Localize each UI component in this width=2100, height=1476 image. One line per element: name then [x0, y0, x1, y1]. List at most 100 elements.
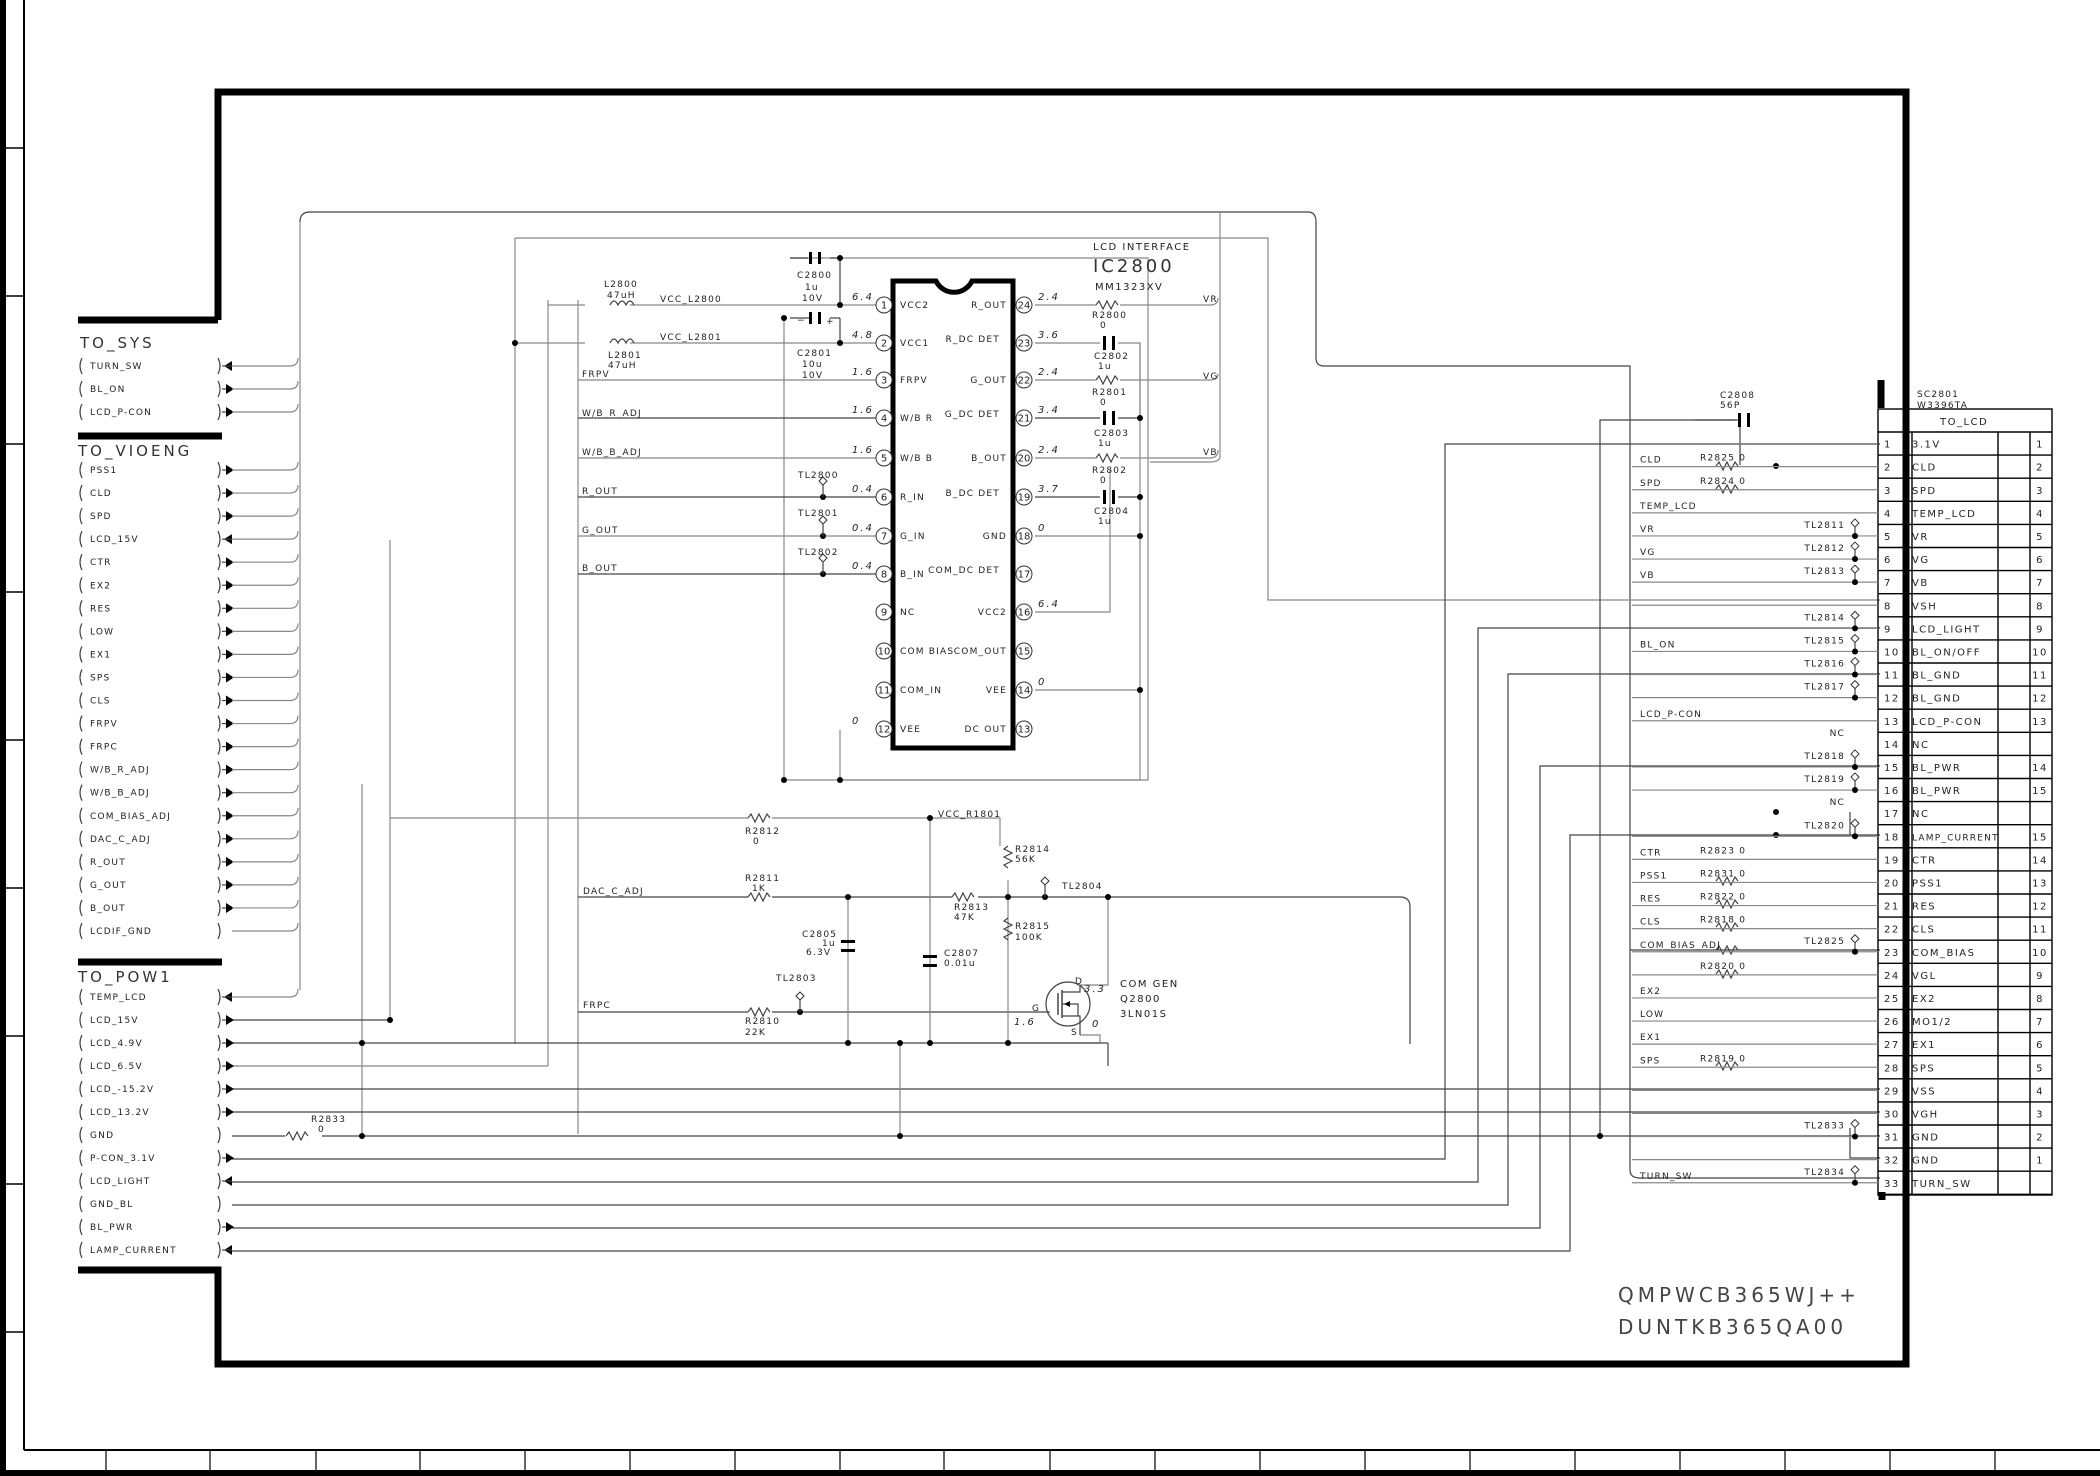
connector-pin-name: NC — [1912, 809, 1929, 820]
arrow-right-icon — [226, 603, 234, 614]
arrow-right-icon — [226, 672, 234, 683]
connector-alt-pin: 7 — [2036, 1017, 2044, 1028]
connector-pin: 9 — [1884, 624, 1892, 635]
connector-alt-pin: 1 — [2036, 440, 2044, 451]
harness-signal: LCD_LIGHT — [79, 1172, 232, 1190]
svg-text:0: 0 — [852, 716, 860, 727]
test-point-icon — [1850, 818, 1860, 828]
q2800-function: COM GEN — [1120, 979, 1179, 990]
resistor-icon — [1715, 460, 1739, 472]
connector-pin: 4 — [1884, 509, 1892, 520]
harness-signal: LCDIF_GND — [79, 922, 299, 940]
connector-alt-pin: 4 — [2036, 1086, 2044, 1097]
connector-pin: 22 — [1884, 925, 1900, 936]
tl2804-label: TL2804 — [1061, 882, 1103, 892]
to-pow1-title: TO_POW1 — [77, 968, 173, 987]
svg-text:8: 8 — [881, 570, 887, 581]
svg-text:COM_IN: COM_IN — [900, 686, 942, 696]
test-point-icon — [1850, 772, 1860, 782]
net-label: CLS — [1640, 918, 1661, 928]
series-resistor-label: R2820 0 — [1700, 962, 1746, 972]
series-resistor-label: R2819 0 — [1700, 1054, 1746, 1064]
signal-label: GND_BL — [90, 1200, 134, 1210]
connector-alt-pin: 13 — [2032, 878, 2048, 889]
net-frpv: FRPV — [582, 370, 610, 380]
harness-signal: LCD_15V — [79, 1011, 234, 1029]
signal-label: LCD_15V — [90, 535, 139, 545]
net-label: CLD — [1640, 456, 1662, 466]
q2800-s: S — [1071, 1028, 1078, 1038]
svg-text:G_DC DET: G_DC DET — [945, 410, 1000, 420]
net-label: TURN_SW — [1639, 1172, 1693, 1182]
harness-signal: B_OUT — [79, 899, 299, 917]
test-point-icon — [818, 515, 828, 536]
connector-pin: 14 — [1884, 740, 1900, 751]
connector-alt-pin: 8 — [2036, 994, 2044, 1005]
connector-alt-pin: 13 — [2032, 717, 2048, 728]
net-label: SPD — [1640, 479, 1662, 489]
harness-signal: R_OUT — [79, 853, 299, 871]
connector-alt-pin: 11 — [2032, 671, 2048, 682]
r2812-ref: R2812 — [745, 827, 780, 837]
svg-text:NC: NC — [900, 608, 915, 618]
test-point-icon — [818, 553, 828, 574]
connector-pin-name: GND — [1912, 1156, 1939, 1167]
signal-label: R_OUT — [90, 858, 126, 868]
svg-text:W/B B: W/B B — [900, 454, 933, 464]
harness-to-vioeng: TO_VIOENG PSS1CLDSPDLCD_15VCTREX2RESLOWE… — [77, 442, 299, 940]
signal-label: LAMP_CURRENT — [90, 1246, 177, 1256]
r2801-value: 0 — [1100, 398, 1107, 408]
model-line-1: QMPWCB365WJ++ — [1618, 1283, 1860, 1307]
inductor-icon — [609, 300, 635, 307]
harness-signal: LCD_-15.2V — [79, 1080, 234, 1098]
q2800-vd: 3.3 — [1084, 984, 1106, 995]
connector-pin-name: SPS — [1912, 1063, 1935, 1074]
svg-text:GND: GND — [983, 532, 1007, 542]
connector-pin: 28 — [1884, 1063, 1900, 1074]
connector-pin: 7 — [1884, 578, 1892, 589]
arrow-right-icon — [226, 1107, 234, 1117]
svg-text:VCC1: VCC1 — [900, 339, 929, 349]
connector-ref: SC2801 — [1917, 390, 1959, 400]
resistor-icon — [1095, 299, 1119, 311]
arrow-right-icon — [226, 626, 234, 637]
connector-pin-name: VR — [1912, 532, 1929, 543]
svg-text:B_DC DET: B_DC DET — [946, 489, 1000, 499]
svg-text:COM_OUT: COM_OUT — [954, 647, 1007, 657]
r2833-ref: R2833 — [311, 1115, 346, 1125]
connector-pin: 29 — [1884, 1086, 1900, 1097]
signal-label: W/B_R_ADJ — [90, 766, 150, 776]
arrow-right-icon — [226, 580, 234, 591]
svg-text:16: 16 — [1018, 608, 1031, 619]
arrow-right-icon — [226, 488, 234, 499]
svg-text:DC OUT: DC OUT — [965, 725, 1007, 735]
connector-pin-name: NC — [1912, 740, 1929, 751]
test-point-label: TL2811 — [1803, 521, 1845, 531]
arrow-right-icon — [226, 741, 234, 752]
svg-text:6: 6 — [881, 493, 887, 504]
connector-pin-name: BL_ON/OFF — [1912, 647, 1981, 658]
test-point-label: TL2813 — [1803, 567, 1845, 577]
harness-signal: RES — [79, 600, 299, 617]
net-label: BL_ON — [1640, 640, 1676, 650]
harness-signal: GND — [79, 1126, 221, 1144]
connector-pin-name: BL_GND — [1912, 671, 1961, 682]
harness-signal: DAC_C_ADJ — [79, 830, 299, 848]
arrow-right-icon — [226, 557, 234, 568]
net-vr: VR — [1203, 295, 1218, 305]
svg-text:24: 24 — [1018, 301, 1031, 312]
test-point-icon — [1850, 656, 1860, 667]
c2804-value: 1u — [1098, 517, 1112, 527]
series-resistor-label: R2824 0 — [1700, 477, 1746, 487]
connector-pin: 31 — [1884, 1133, 1900, 1144]
connector-alt-pin: 12 — [2032, 694, 2048, 705]
